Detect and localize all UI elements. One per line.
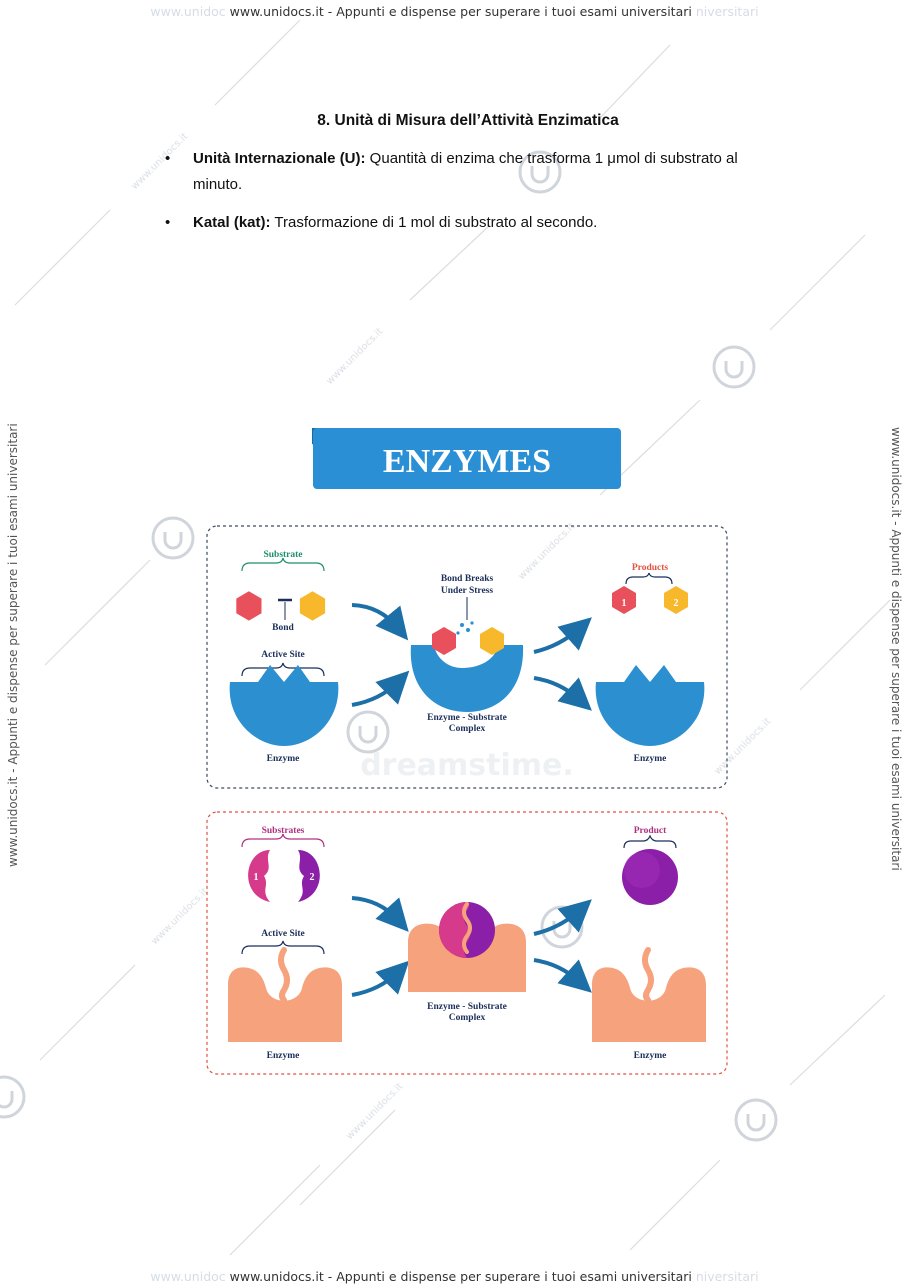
induced-fit-panel <box>206 811 728 1075</box>
arrow-icon <box>533 958 592 993</box>
enzyme-substrate-complex <box>410 645 524 712</box>
products-label: Products <box>632 563 669 573</box>
product-label: Product <box>634 826 667 836</box>
bond-breaks-label-line1: Bond Breaks <box>441 574 494 584</box>
product-2-hexagon <box>664 586 688 614</box>
header-watermark: www.unidoc www.unidocs.it - Appunti e di… <box>0 4 909 19</box>
bullet-icon: • <box>165 214 171 231</box>
list-item: • Unità Internazionale (U): Quantità di … <box>165 146 765 198</box>
watermark-logo-icon <box>712 345 756 389</box>
lock-and-key-panel <box>206 525 728 789</box>
watermark-logo-icon <box>0 1075 26 1119</box>
substrate-2-shape <box>298 850 320 902</box>
definition-text: Trasformazione di 1 mol di substrato al … <box>270 214 598 231</box>
footer-watermark-ghost-left: www.unidoc <box>150 1269 226 1284</box>
arrow-icon <box>533 899 592 936</box>
red-hexagon-substrate <box>236 591 262 621</box>
blue-enzyme-released <box>595 665 705 746</box>
enzyme-label-right: Enzyme <box>634 754 667 764</box>
stock-watermark: dreamstime. <box>360 748 574 783</box>
arrow-icon <box>351 960 410 997</box>
arrow-icon <box>533 676 592 711</box>
section-title: 8. Unità di Misura dell’Attività Enzimat… <box>317 112 619 129</box>
list-item: • Katal (kat): Trasformazione di 1 mol d… <box>165 210 765 236</box>
complex-label-bottom-line2: Complex <box>449 1013 486 1023</box>
enzyme-label-bottom: Enzyme <box>267 1051 300 1061</box>
header-watermark-ghost-left: www.unidoc <box>150 4 226 19</box>
diagonal-watermark-text: www.unidocs.it <box>344 1081 405 1142</box>
arrow-icon <box>533 617 592 654</box>
definition-term: Unità Internazionale (U): <box>193 150 366 167</box>
diagonal-watermark-text: www.unidocs.it <box>324 326 385 387</box>
watermark-logo-icon <box>734 1098 778 1142</box>
yellow-hexagon-substrate <box>299 591 326 621</box>
enzyme-label-bottom-right: Enzyme <box>634 1051 667 1061</box>
arrow-icon <box>351 603 409 641</box>
header-watermark-text: www.unidocs.it - Appunti e dispense per … <box>229 4 692 19</box>
definition-text: Quantità di enzima che trasforma 1 μmol … <box>193 150 738 193</box>
footer-watermark: www.unidoc www.unidocs.it - Appunti e di… <box>0 1269 909 1284</box>
footer-watermark-text: www.unidocs.it - Appunti e dispense per … <box>229 1269 692 1284</box>
product-2-number: 2 <box>674 598 679 609</box>
substrate-1-shape <box>248 850 270 902</box>
active-site-label-bottom: Active Site <box>261 929 305 939</box>
arrow-icon <box>351 670 410 707</box>
complex-label-bottom-line1: Enzyme - Substrate <box>427 1002 507 1012</box>
orange-enzyme <box>228 967 342 1042</box>
enzymes-banner: ENZYMES <box>312 428 621 489</box>
enzymes-illustration: ENZYMES Substrate Bond Active Site Enzym… <box>206 428 728 1075</box>
complex-label-line1: Enzyme - Substrate <box>427 713 507 723</box>
left-side-watermark: www.unidocs.it - Appunti e dispense per … <box>6 423 20 867</box>
blue-enzyme <box>229 665 339 746</box>
banner-title: ENZYMES <box>383 443 551 480</box>
substrate-2-number: 2 <box>310 872 315 883</box>
substrates-label: Substrates <box>262 826 305 836</box>
product-1-hexagon <box>612 586 636 614</box>
arrow-icon <box>351 896 409 932</box>
bullet-icon: • <box>165 150 171 167</box>
right-side-watermark: www.unidocs.it - Appunti e dispense per … <box>889 427 903 871</box>
substrate-label: Substrate <box>263 550 302 560</box>
active-site-label: Active Site <box>261 650 305 660</box>
header-watermark-ghost-right: niversitari <box>695 4 759 19</box>
enzyme-label: Enzyme <box>267 754 300 764</box>
product-1-number: 1 <box>622 598 627 609</box>
watermark-logo-icon <box>151 516 195 560</box>
definition-list: • Unità Internazionale (U): Quantità di … <box>165 146 765 248</box>
complex-label-line2: Complex <box>449 724 486 734</box>
bond-label: Bond <box>272 623 294 633</box>
substrate-1-number: 1 <box>254 872 259 883</box>
footer-watermark-ghost-right: niversitari <box>695 1269 759 1284</box>
bond-breaks-label-line2: Under Stress <box>441 586 493 596</box>
orange-enzyme-released <box>592 967 706 1042</box>
definition-term: Katal (kat): <box>193 214 271 231</box>
